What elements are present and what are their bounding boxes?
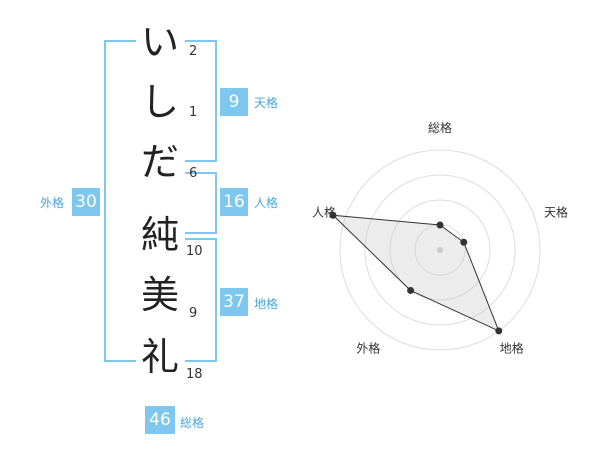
radar-axis-label: 地格 xyxy=(500,341,524,356)
name-char-1: い xyxy=(140,20,179,64)
radar-point xyxy=(329,211,337,219)
radar-axis-label: 人格 xyxy=(312,204,336,219)
tenkaku-label: 天格 xyxy=(254,96,279,110)
radar-ring xyxy=(339,149,541,351)
tenkaku-score: 9 xyxy=(220,88,248,116)
gaikaku-score: 30 xyxy=(72,188,100,216)
name-char-6: 礼 xyxy=(140,335,179,379)
stroke-count-4: 10 xyxy=(186,244,203,259)
stroke-count-1: 2 xyxy=(189,44,198,59)
radar-point xyxy=(495,327,503,335)
chikaku-score: 37 xyxy=(220,288,248,316)
tenkaku-bracket xyxy=(185,40,217,162)
gaikaku-bracket xyxy=(104,40,136,362)
radar-point xyxy=(407,286,415,294)
jinkaku-label: 人格 xyxy=(254,196,279,210)
gaikaku-label: 外格 xyxy=(40,196,65,210)
chikaku-label: 地格 xyxy=(254,297,279,311)
radar-rings xyxy=(339,149,541,351)
chikaku-bracket xyxy=(185,238,217,362)
soukaku-label: 総格 xyxy=(180,416,205,430)
jinkaku-bracket xyxy=(185,172,217,234)
name-char-3: だ xyxy=(140,140,179,184)
radar-point xyxy=(436,221,444,229)
name-char-5: 美 xyxy=(140,273,179,317)
name-char-4: 純 xyxy=(140,213,179,257)
radar-ring xyxy=(389,199,491,301)
stroke-count-2: 1 xyxy=(189,105,198,120)
stroke-count-5: 9 xyxy=(189,306,198,321)
radar-polygon xyxy=(331,214,500,332)
jinkaku-score: 16 xyxy=(220,188,248,216)
radar-axis-label: 外格 xyxy=(356,341,380,356)
radar-axis-label: 天格 xyxy=(544,204,568,219)
stroke-count-3: 6 xyxy=(189,166,198,181)
radar-ring xyxy=(364,174,516,326)
radar-center xyxy=(437,247,443,253)
stroke-count-6: 18 xyxy=(186,367,203,382)
radar-point xyxy=(460,238,468,246)
radar-axis-label: 総格 xyxy=(428,120,452,135)
soukaku-score: 46 xyxy=(145,406,175,434)
name-char-2: し xyxy=(140,80,179,124)
